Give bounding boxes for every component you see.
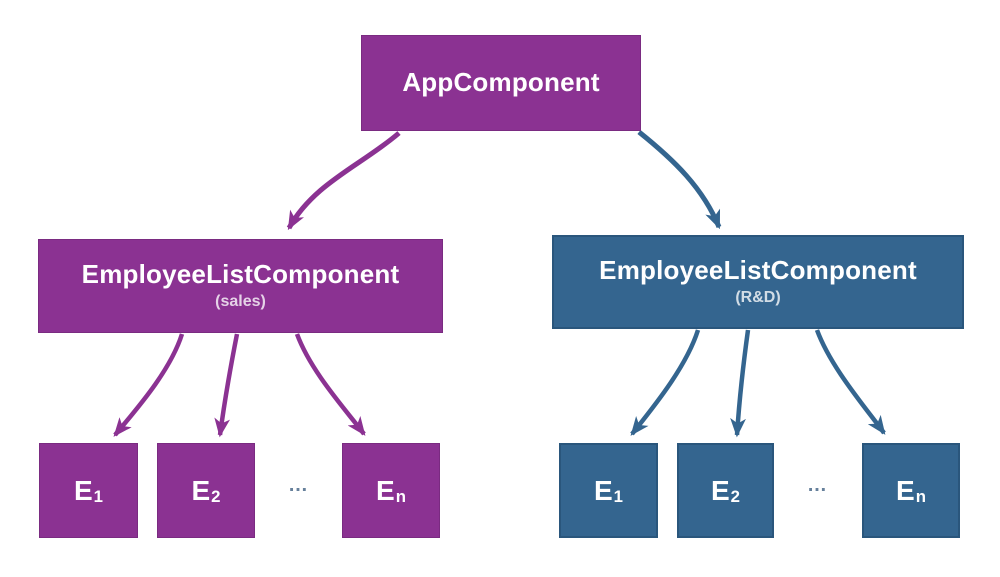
employee-node-rnd-e2: E2 bbox=[677, 443, 774, 538]
employee-label: E1 bbox=[593, 474, 624, 506]
arrow-app-to-rnd bbox=[637, 130, 722, 230]
employee-label: E2 bbox=[710, 474, 741, 506]
employee-node-sales-e2: E2 bbox=[157, 443, 255, 538]
ellipsis-left: … bbox=[288, 474, 310, 496]
app-component-label: AppComponent bbox=[402, 67, 600, 98]
arrow-rnd-to-e2 bbox=[730, 329, 751, 438]
employee-list-rnd-subtitle: (R&D) bbox=[735, 289, 781, 307]
employee-list-sales-node: EmployeeListComponent (sales) bbox=[38, 239, 443, 333]
employee-label: E1 bbox=[73, 474, 104, 506]
employee-list-rnd-node: EmployeeListComponent (R&D) bbox=[552, 235, 964, 329]
employee-node-rnd-e1: E1 bbox=[559, 443, 658, 538]
arrow-sales-to-e2 bbox=[214, 333, 240, 438]
employee-label: En bbox=[376, 474, 406, 506]
app-component-node: AppComponent bbox=[361, 35, 641, 131]
employee-list-sales-title: EmployeeListComponent bbox=[81, 259, 400, 290]
arrow-sales-to-e1 bbox=[113, 333, 185, 437]
employee-list-sales-subtitle: (sales) bbox=[215, 293, 266, 311]
employee-node-sales-en: En bbox=[342, 443, 440, 538]
employee-node-rnd-en: En bbox=[862, 443, 960, 538]
employee-label: En bbox=[896, 474, 926, 506]
arrow-rnd-to-en bbox=[814, 329, 886, 435]
arrow-app-to-sales bbox=[286, 131, 401, 231]
employee-list-rnd-title: EmployeeListComponent bbox=[599, 255, 917, 286]
employee-node-sales-e1: E1 bbox=[39, 443, 138, 538]
arrow-rnd-to-e1 bbox=[630, 329, 701, 436]
employee-label: E2 bbox=[191, 474, 221, 506]
ellipsis-right: … bbox=[807, 474, 829, 496]
arrow-sales-to-en bbox=[294, 333, 366, 436]
